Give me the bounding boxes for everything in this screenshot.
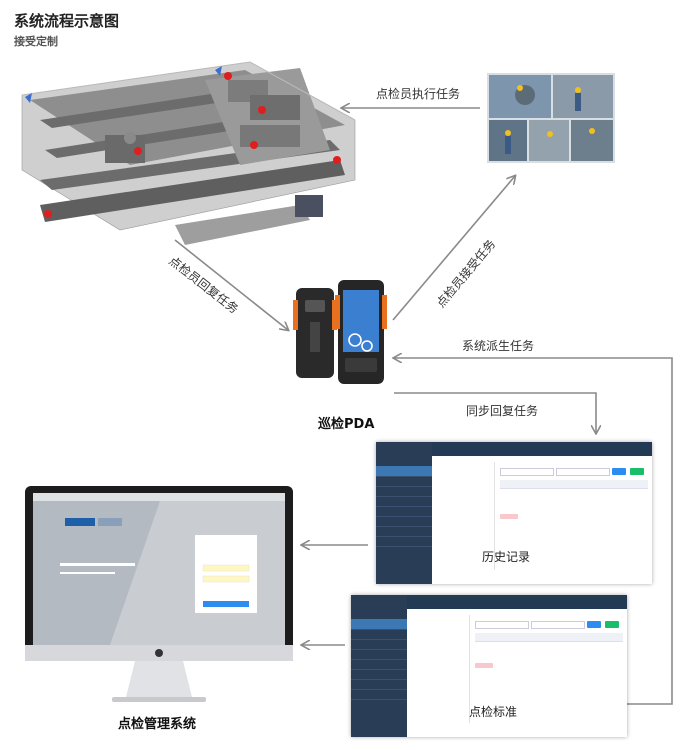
arrow-sync — [394, 392, 596, 433]
red-marker — [250, 141, 258, 149]
label-management-system: 点检管理系统 — [118, 717, 197, 732]
label-sync-reply: 同步回复任务 — [466, 404, 539, 418]
red-marker — [44, 210, 52, 218]
inspection-standard-panel: 点检标准 — [351, 595, 627, 737]
machine-3d-model — [21, 61, 356, 245]
arrow-accept — [392, 176, 515, 321]
monitor-device — [25, 486, 293, 702]
diagram-subtitle: 接受定制 — [14, 35, 58, 48]
red-marker — [224, 72, 232, 80]
arrow-reply — [174, 239, 288, 330]
history-panel-caption: 历史记录 — [482, 550, 531, 564]
diagram-title: 系统流程示意图 — [14, 12, 120, 30]
label-system-dispatch: 系统派生任务 — [462, 339, 535, 353]
pda-device-front — [335, 280, 387, 384]
history-record-panel: 历史记录 — [376, 442, 652, 584]
label-pda: 巡检PDA — [318, 417, 375, 432]
pda-device-back — [293, 288, 337, 378]
red-marker — [333, 156, 341, 164]
worker-photo-collage — [487, 73, 615, 163]
red-marker — [134, 147, 142, 155]
red-marker — [258, 106, 266, 114]
standard-panel-caption: 点检标准 — [469, 705, 518, 719]
label-inspector-execute: 点检员执行任务 — [376, 87, 461, 101]
arrow-dispatch — [394, 358, 673, 705]
